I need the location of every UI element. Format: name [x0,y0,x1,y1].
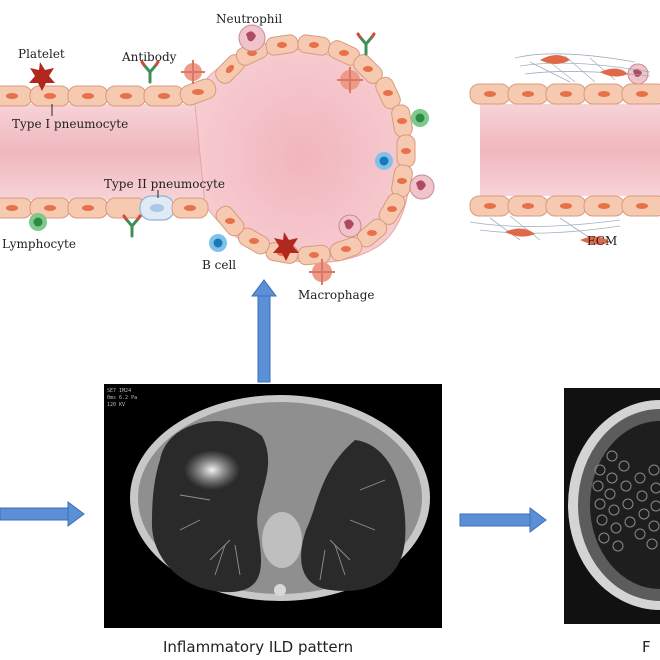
label-leaders [51,104,159,198]
lymphocyte-cell [29,109,429,231]
neutrophil-cell-2 [409,174,435,200]
fibrotic-airway-diagram: ECM [469,53,660,248]
ct-header-line-2: 0ms 6.2 Pa [107,395,137,401]
ct-opacity [184,450,240,490]
fibroblast [505,55,628,245]
caption-inflammatory: Inflammatory ILD pattern [163,638,353,656]
label-macrophage: Macrophage [298,288,374,302]
label-b-cell: B cell [202,258,236,272]
label-lymphocyte: Lymphocyte [2,237,76,251]
ct-header-line-3: 120 KV [107,402,125,408]
upper-epithelium [0,78,217,107]
ct-scan-fibrotic [564,388,660,624]
neutrophil-cell-3 [338,214,362,238]
ct-header-line-1: SE7 IM24 [107,388,131,394]
airway-lumen [0,104,215,200]
arrow-up [251,279,277,383]
fibrotic-upper-wall [469,83,660,105]
label-ecm: ECM [587,234,617,248]
honeycombing [592,450,660,552]
antibody [122,32,376,238]
ecm-fibers [469,53,651,241]
label-type1-pneumocyte: Type I pneumocyte [12,117,128,131]
ct-scan-inflammatory: SE7 IM24 0ms 6.2 Pa 120 KV [104,384,442,628]
alveolar-wall [215,34,416,266]
lower-epithelium [0,195,209,221]
caption-fibrotic: F [642,638,651,656]
label-neutrophil: Neutrophil [216,12,282,26]
arrow-left-in [0,501,85,527]
alveolar-diagram: Neutrophil Platelet Antibody Type I pneu… [0,12,649,302]
macrophage-cell [181,60,363,285]
ct-right-lung [151,421,269,593]
label-antibody: Antibody [121,50,177,64]
ct-left-lung [301,440,406,591]
platelet-cell [29,62,299,261]
ct-vessels [179,479,386,581]
arrow-right [459,507,547,533]
neutrophil-cell [238,24,266,52]
label-type2-pneumocyte: Type II pneumocyte [104,177,225,191]
label-platelet: Platelet [18,47,65,61]
b-cell [209,152,393,252]
fibrotic-lower-wall [469,195,660,217]
